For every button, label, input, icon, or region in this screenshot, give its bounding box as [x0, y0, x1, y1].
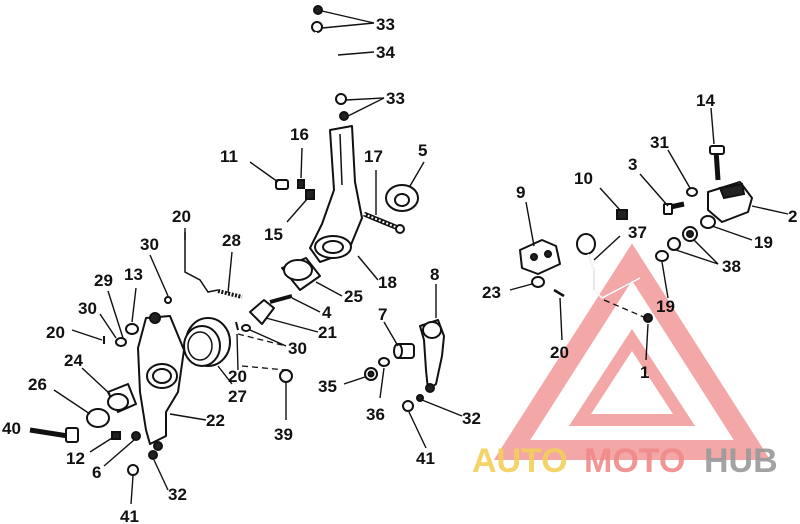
- washer: [385, 184, 419, 212]
- watermark-hub: HUB: [704, 442, 778, 480]
- callout-21: 21: [318, 323, 337, 342]
- watermark-auto: AUTO: [472, 442, 568, 480]
- callout-37: 37: [628, 223, 647, 242]
- callout-19: 19: [656, 297, 675, 316]
- callout-30: 30: [288, 339, 307, 358]
- callout-20: 20: [550, 343, 569, 362]
- bracket: [519, 239, 561, 275]
- bushing-7: [393, 343, 415, 359]
- callout-labels: 33 34 33 16 11 17 5 15 20 30 28 29 13 30…: [2, 15, 797, 524]
- throttle-arm: [419, 319, 445, 393]
- pivot-parts: [235, 257, 321, 383]
- callout-22: 22: [206, 411, 225, 430]
- callout-23: 23: [482, 283, 501, 302]
- callout-24: 24: [64, 351, 83, 370]
- callout-27: 27: [228, 387, 247, 406]
- mount-block: [707, 181, 753, 223]
- callout-25: 25: [344, 287, 363, 306]
- ring-bushing: [183, 317, 231, 367]
- bushing-small: [275, 179, 315, 200]
- watermark-triangle: [493, 243, 771, 460]
- callout-3: 3: [628, 155, 637, 174]
- screw-10: [616, 209, 628, 220]
- callout-28: 28: [222, 231, 241, 250]
- callout-2: 2: [788, 207, 797, 226]
- callout-32: 32: [168, 485, 187, 504]
- cam-link: [576, 233, 641, 299]
- spacer-parts: [103, 323, 139, 347]
- washers-19-38: [655, 215, 716, 262]
- callout-5: 5: [418, 141, 427, 160]
- callout-19: 19: [754, 233, 773, 252]
- callout-30: 30: [140, 235, 159, 254]
- callout-29: 29: [94, 271, 113, 290]
- washer-36: [378, 357, 390, 367]
- hex-bolt: [29, 427, 79, 443]
- callout-7: 7: [378, 305, 387, 324]
- callout-6: 6: [92, 463, 101, 482]
- callout-36: 36: [366, 405, 385, 424]
- upper-lever-arm: [309, 125, 363, 263]
- callout-15: 15: [264, 225, 283, 244]
- link-rod-assembly: [311, 5, 349, 121]
- callout-8: 8: [430, 265, 439, 284]
- callout-26: 26: [28, 375, 47, 394]
- bolt-3: [663, 201, 685, 215]
- nut-35: [364, 367, 378, 381]
- small-screws-left: [111, 431, 158, 476]
- screws-right: [402, 394, 424, 412]
- watermark-logo: AUTO MOTO HUB: [472, 442, 778, 480]
- watermark-moto: MOTO: [584, 442, 685, 480]
- callout-17: 17: [364, 147, 383, 166]
- cam-rod: [164, 232, 243, 304]
- callout-41: 41: [416, 449, 435, 468]
- callout-32: 32: [462, 409, 481, 428]
- callout-34: 34: [376, 43, 395, 62]
- bolt-14: [709, 145, 725, 181]
- callout-30: 30: [78, 299, 97, 318]
- callout-38: 38: [722, 257, 741, 276]
- callout-31: 31: [650, 133, 669, 152]
- bolt: [363, 211, 405, 234]
- callout-39: 39: [274, 425, 293, 444]
- pin-parts-right: [531, 276, 653, 323]
- callout-20: 20: [172, 207, 191, 226]
- cone-bushing: [107, 383, 137, 413]
- callout-13: 13: [124, 265, 143, 284]
- callout-40: 40: [2, 419, 21, 438]
- callout-14: 14: [696, 91, 715, 110]
- callout-20: 20: [46, 323, 65, 342]
- callout-35: 35: [318, 377, 337, 396]
- thrust-washer: [86, 408, 110, 428]
- callout-33: 33: [376, 15, 395, 34]
- callout-4: 4: [322, 303, 332, 322]
- callout-12: 12: [66, 449, 85, 468]
- washer-31: [686, 187, 698, 197]
- callout-9: 9: [516, 183, 525, 202]
- callout-1: 1: [640, 363, 649, 382]
- lower-lever-arm: [137, 312, 185, 451]
- callout-41: 41: [120, 507, 139, 524]
- callout-20: 20: [228, 367, 247, 386]
- callout-18: 18: [378, 273, 397, 292]
- callout-16: 16: [290, 125, 309, 144]
- callout-10: 10: [574, 169, 593, 188]
- callout-33: 33: [386, 89, 405, 108]
- callout-11: 11: [220, 147, 238, 166]
